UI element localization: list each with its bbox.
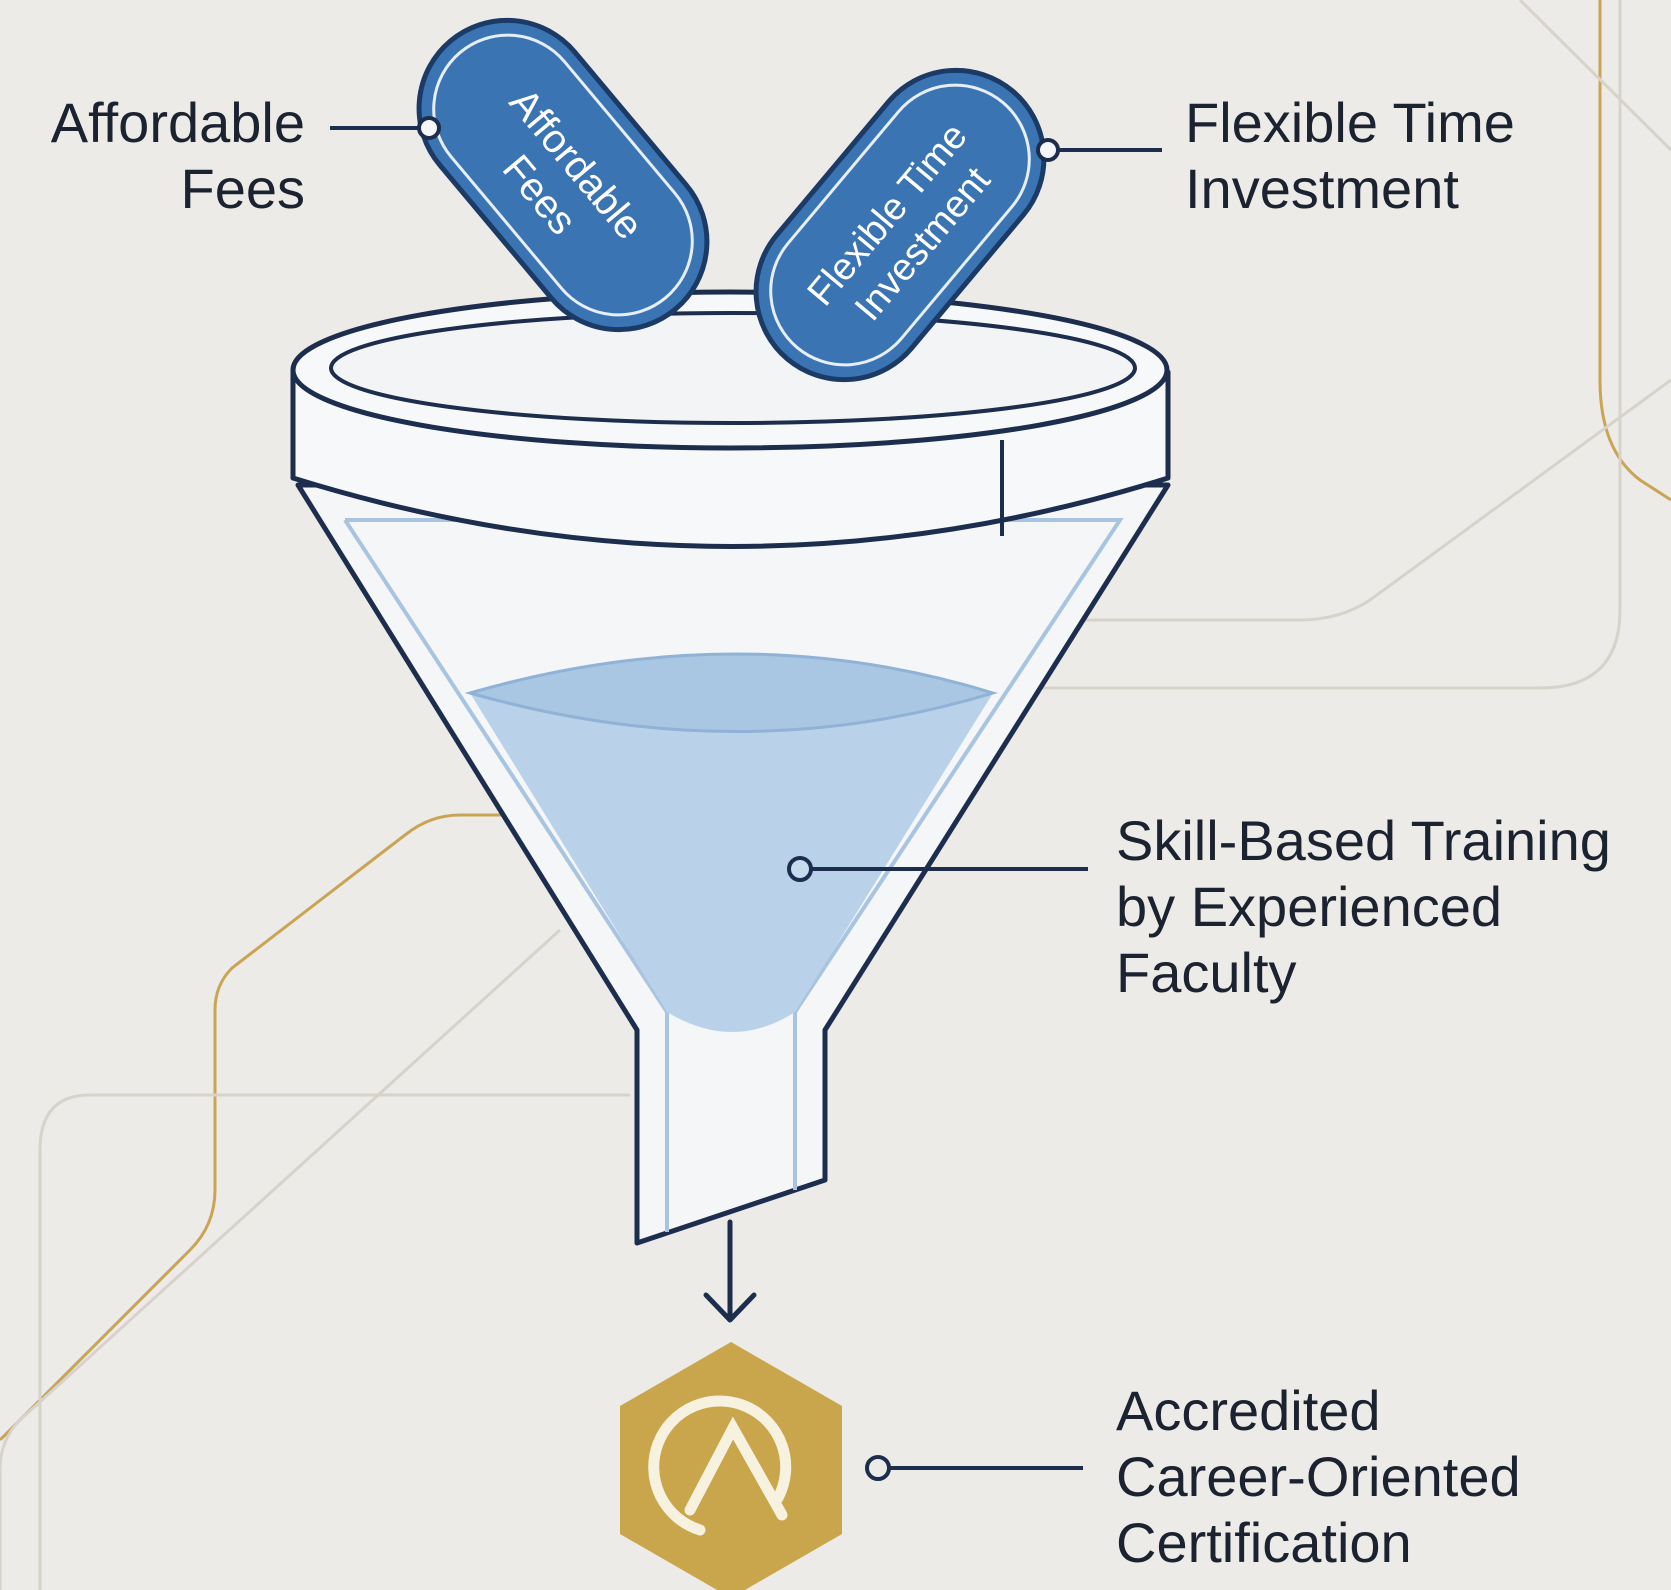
compass-a-icon — [648, 1395, 792, 1536]
connectors — [330, 116, 1162, 1481]
label-affordable-fees: Affordable Fees — [20, 90, 305, 222]
label-cert-line3: Certification — [1116, 1511, 1412, 1574]
gray-line-4 — [1020, 0, 1622, 690]
funnel-rim-opening — [329, 311, 1137, 425]
funnel-liquid — [470, 654, 993, 1032]
connector-dot-certification — [865, 1455, 891, 1481]
label-affordable-line1: Affordable — [50, 91, 305, 154]
funnel — [290, 289, 1171, 1246]
gold-line-left — [0, 813, 520, 1442]
label-cert-line2: Career-Oriented — [1116, 1445, 1521, 1508]
badge-hexagon — [620, 1342, 842, 1590]
gold-line-right — [1598, 0, 1671, 502]
connector-dot-skill — [787, 856, 813, 882]
label-cert-line1: Accredited — [1116, 1379, 1381, 1442]
label-skill-line2: by Experienced — [1116, 875, 1503, 938]
arrow-down-icon — [703, 1219, 757, 1323]
label-flexible-line2: Investment — [1185, 157, 1459, 220]
liquid-surface — [464, 652, 999, 733]
label-flexible-line1: Flexible Time — [1185, 91, 1515, 154]
label-skill-line1: Skill-Based Training — [1116, 809, 1611, 872]
gray-line-2 — [38, 1093, 630, 1590]
connector-dot-affordable — [417, 116, 441, 140]
gray-line-1 — [0, 928, 562, 1590]
connector-dot-flexible — [1036, 138, 1060, 162]
label-skill-line3: Faculty — [1116, 941, 1297, 1004]
certification-badge — [620, 1342, 842, 1590]
label-skill-training: Skill-Based Training by Experienced Facu… — [1116, 808, 1611, 1006]
label-affordable-line2: Fees — [180, 157, 306, 220]
gray-line-5 — [1518, 0, 1671, 152]
label-certification: Accredited Career-Oriented Certification — [1116, 1378, 1521, 1576]
pill-affordable-fees: Affordable Fees — [416, 17, 710, 333]
gray-line-3 — [1000, 378, 1671, 622]
label-flexible-time: Flexible Time Investment — [1185, 90, 1515, 222]
